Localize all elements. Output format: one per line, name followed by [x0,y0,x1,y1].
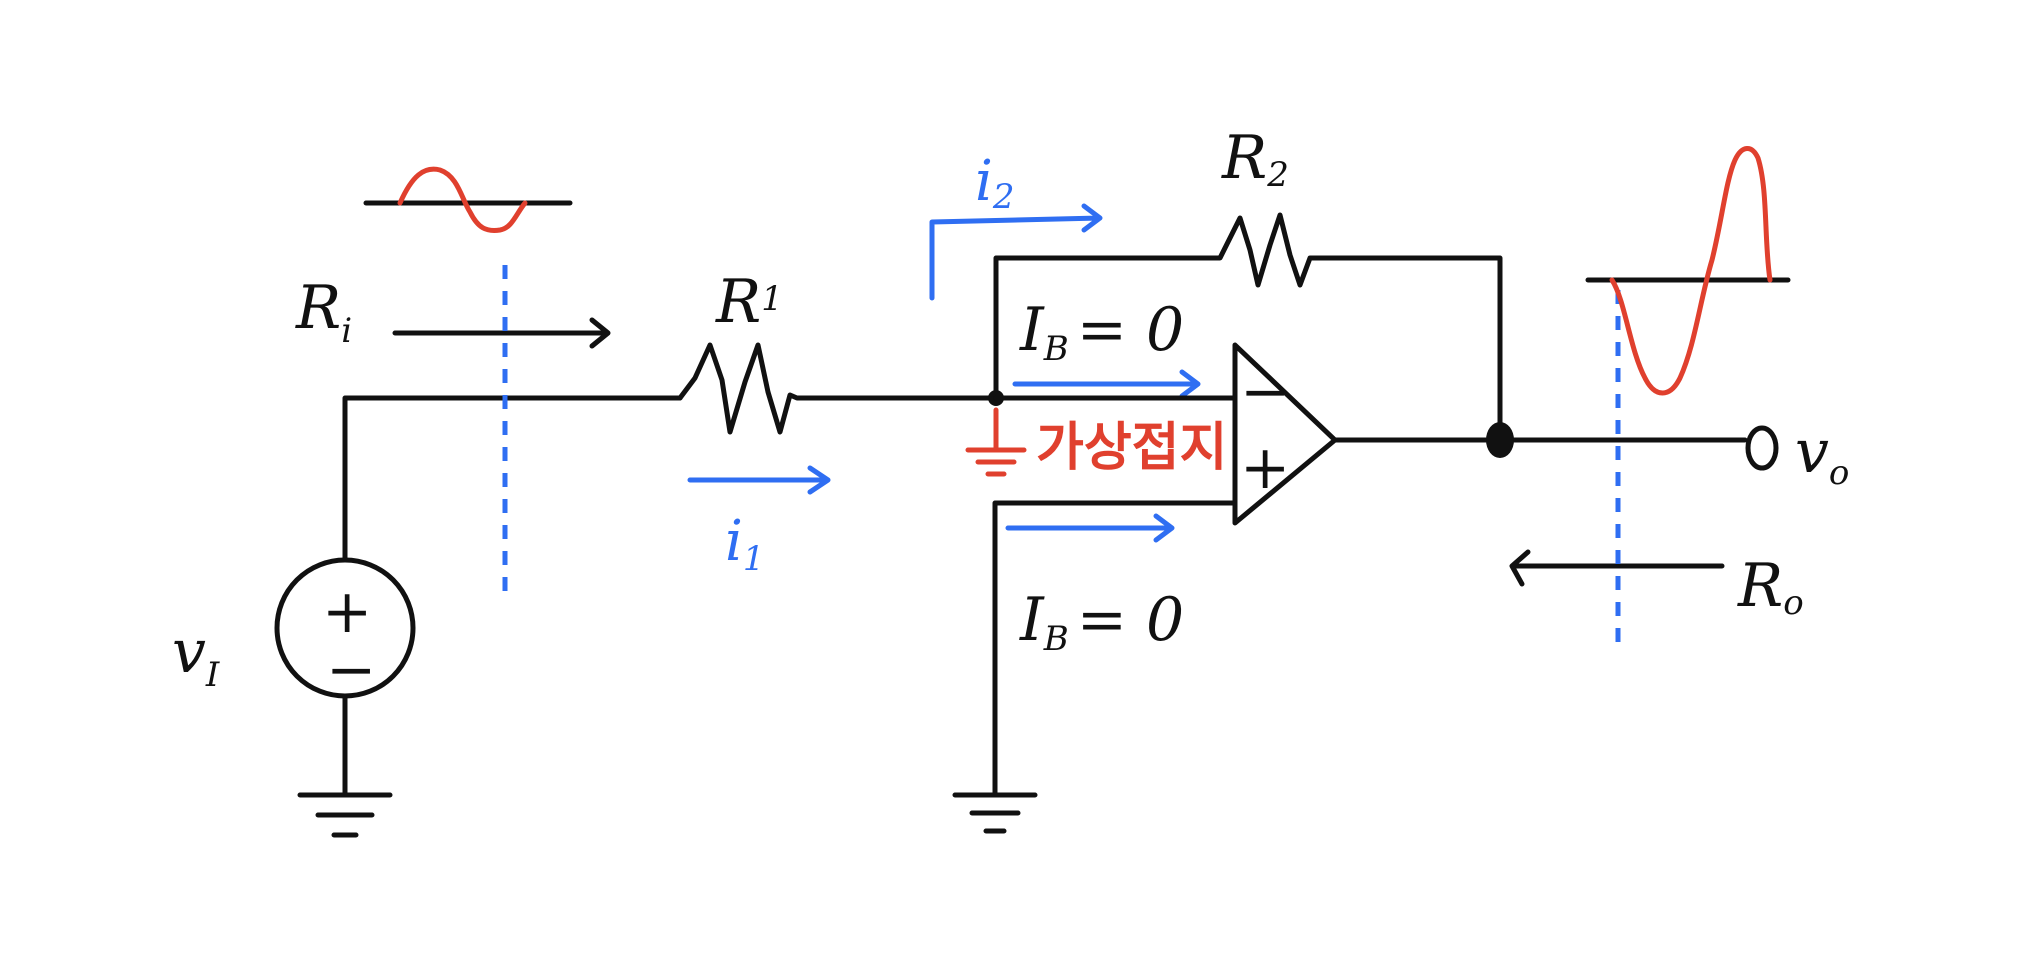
output-waveform [1609,146,1773,396]
input-wire [342,395,683,561]
opamp-minus-sign: − [1240,357,1290,427]
output-terminal [1745,425,1779,471]
input-waveform [397,166,528,233]
i1-current: i1 [687,465,831,579]
ib-top-label: IB= 0 [1019,295,1184,369]
r2-label: R2 [1221,123,1289,195]
bias-current-bottom: IB= 0 [1005,513,1184,659]
resistor-r1: R1 [677,267,1001,435]
ro-label: Ro [1737,551,1804,623]
resistor-icon [677,342,1001,435]
vo-label: vo [1795,417,1849,493]
ro-arrow [1509,549,1725,587]
r1-label: R1 [715,267,783,337]
i2-label: i2 [975,149,1015,217]
virtual-ground-label: 가상접지 [1036,418,1227,478]
ground-icon [297,792,393,838]
noninverting-branch [952,500,1238,834]
virtual-ground: 가상접지 [965,407,1227,478]
opamp-plus-sign: + [1240,433,1290,503]
ib-bottom-label: IB= 0 [1019,585,1184,659]
ground-icon [952,792,1038,834]
output-branch: vo Ro [1332,146,1849,650]
i1-label: i1 [725,509,765,579]
ib-bottom-arrow [1005,513,1175,543]
feedback-wire [993,212,1503,443]
source-plus-sign: + [322,577,372,647]
ri-label: Ri [295,273,352,351]
i1-arrow [687,465,831,495]
i2-arrow [929,203,1103,301]
bias-current-top: IB= 0 [1012,295,1201,399]
ib-top-arrow [1012,369,1201,399]
input-source-branch: + − vI [172,395,683,838]
ri-arrow [392,317,611,349]
vi-label: vI [172,617,220,695]
opamp: − + [993,342,1338,526]
feedback-network: R2 i2 [929,123,1503,443]
virtual-ground-icon [965,407,1027,477]
output-node-dot [1486,422,1514,458]
input-resistance-indicator: Ri [295,166,611,595]
noninverting-wire [992,500,1238,798]
source-minus-sign: − [326,635,376,705]
opamp-triangle-icon [1232,342,1338,526]
